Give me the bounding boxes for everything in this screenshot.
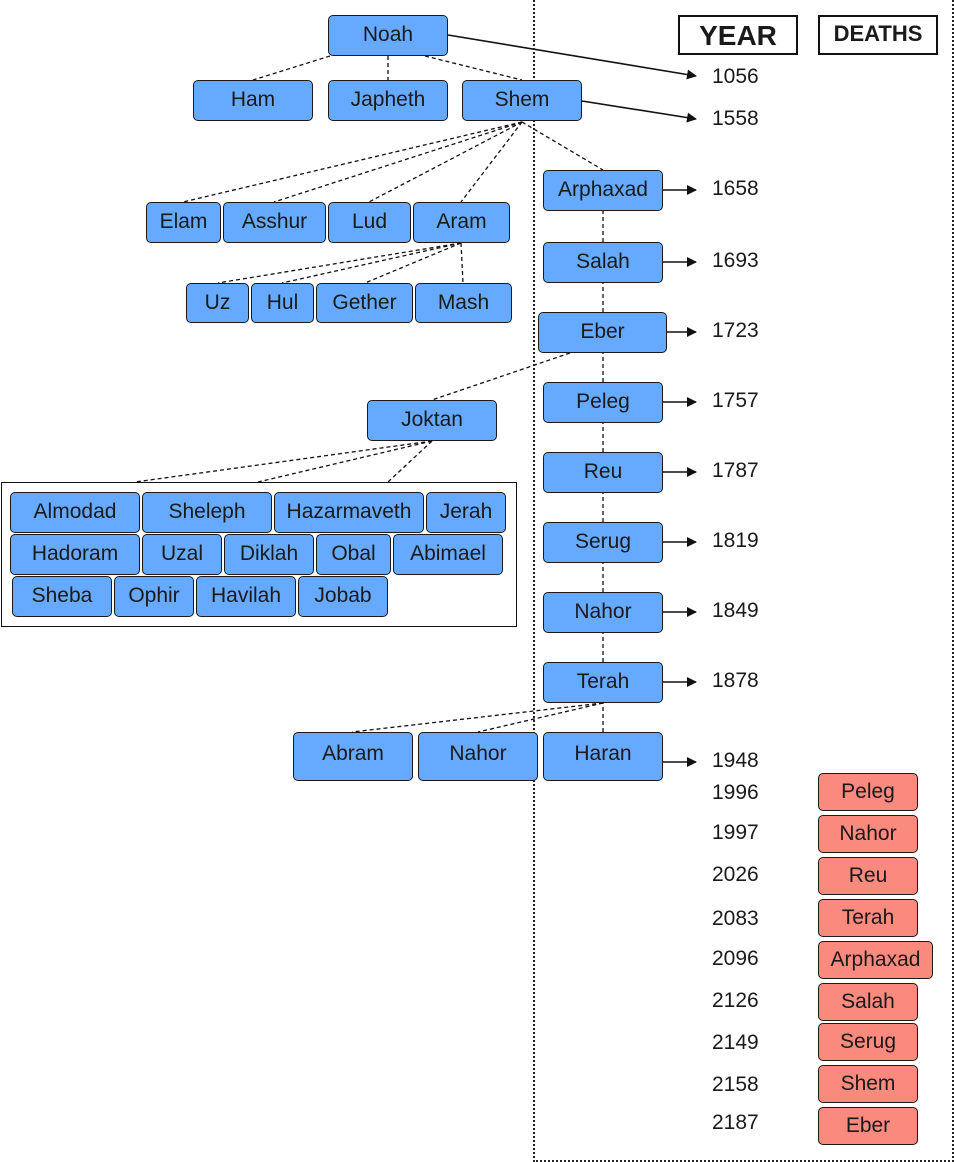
edge-aram-gether xyxy=(364,242,462,284)
node-mash[interactable]: Mash xyxy=(415,283,512,323)
edge-aram-mash xyxy=(460,242,464,284)
node-lud[interactable]: Lud xyxy=(328,202,411,243)
node-diklah[interactable]: Diklah xyxy=(224,534,314,575)
death-year: 2096 xyxy=(712,947,759,970)
node-hadoram[interactable]: Hadoram xyxy=(10,534,140,575)
node-peleg[interactable]: Peleg xyxy=(543,382,663,423)
node-asshur[interactable]: Asshur xyxy=(223,202,326,243)
node-obal[interactable]: Obal xyxy=(316,534,391,575)
node-abimael[interactable]: Abimael xyxy=(393,534,503,575)
edge-shem-asshur xyxy=(273,121,523,203)
edge-joktan-group-3 xyxy=(387,440,433,483)
node-sheba[interactable]: Sheba xyxy=(12,576,112,617)
birth-year: 1878 xyxy=(712,669,759,692)
arrow-noah-1056 xyxy=(447,34,697,80)
edge-terah-nahor xyxy=(477,702,604,733)
death-year: 2149 xyxy=(712,1031,759,1054)
death-year: 1996 xyxy=(712,781,759,804)
death-reu[interactable]: Reu xyxy=(818,857,918,895)
birth-year: 1948 xyxy=(712,749,759,772)
birth-year: 1819 xyxy=(712,529,759,552)
node-noah[interactable]: Noah xyxy=(328,15,448,56)
node-terah[interactable]: Terah xyxy=(543,662,663,703)
node-shem[interactable]: Shem xyxy=(462,80,582,121)
birth-year: 1757 xyxy=(712,389,759,412)
node-aram[interactable]: Aram xyxy=(413,202,510,243)
death-year: 2126 xyxy=(712,989,759,1012)
node-haran[interactable]: Haran xyxy=(543,732,663,781)
death-year: 2158 xyxy=(712,1073,759,1096)
death-year: 2026 xyxy=(712,863,759,886)
node-eber[interactable]: Eber xyxy=(538,312,667,353)
edge-joktan-group-1 xyxy=(134,440,433,483)
node-uzal[interactable]: Uzal xyxy=(142,534,222,575)
node-jerah[interactable]: Jerah xyxy=(426,492,506,533)
node-joktan[interactable]: Joktan xyxy=(367,400,497,441)
edge-joktan-group-2 xyxy=(257,440,433,483)
node-jobab[interactable]: Jobab xyxy=(298,576,388,617)
node-sheleph[interactable]: Sheleph xyxy=(142,492,272,533)
node-uz[interactable]: Uz xyxy=(186,283,249,323)
node-nahor-son-of-terah[interactable]: Nahor xyxy=(418,732,538,781)
birth-year: 1558 xyxy=(712,107,759,130)
edge-shem-arphaxad xyxy=(521,121,604,171)
node-ophir[interactable]: Ophir xyxy=(114,576,194,617)
node-abram[interactable]: Abram xyxy=(293,732,413,781)
year-header: YEAR xyxy=(678,15,798,55)
death-arphaxad[interactable]: Arphaxad xyxy=(818,941,933,979)
node-arphaxad[interactable]: Arphaxad xyxy=(543,170,663,211)
edge-aram-hul xyxy=(281,242,462,284)
death-terah[interactable]: Terah xyxy=(818,899,918,937)
node-almodad[interactable]: Almodad xyxy=(10,492,140,533)
birth-year: 1693 xyxy=(712,249,759,272)
death-year: 1997 xyxy=(712,821,759,844)
node-reu[interactable]: Reu xyxy=(543,452,663,493)
node-ham[interactable]: Ham xyxy=(193,80,313,121)
node-serug[interactable]: Serug xyxy=(543,522,663,563)
timeline-frame xyxy=(533,0,954,1162)
node-elam[interactable]: Elam xyxy=(146,202,221,243)
death-peleg[interactable]: Peleg xyxy=(818,773,918,811)
node-salah[interactable]: Salah xyxy=(543,242,663,283)
death-serug[interactable]: Serug xyxy=(818,1023,918,1061)
death-year: 2083 xyxy=(712,907,759,930)
birth-year: 1056 xyxy=(712,65,759,88)
arrow-shem-1558 xyxy=(581,100,697,123)
node-hazarmaveth[interactable]: Hazarmaveth xyxy=(274,492,424,533)
edge-shem-aram xyxy=(460,121,523,203)
node-gether[interactable]: Gether xyxy=(316,283,413,323)
death-salah[interactable]: Salah xyxy=(818,983,918,1021)
birth-year: 1787 xyxy=(712,459,759,482)
edge-eber-joktan xyxy=(431,352,571,401)
death-eber[interactable]: Eber xyxy=(818,1107,918,1145)
edge-aram-uz xyxy=(217,242,462,284)
birth-year: 1658 xyxy=(712,177,759,200)
deaths-header: DEATHS xyxy=(818,15,938,55)
edge-shem-elam xyxy=(182,121,523,203)
death-year: 2187 xyxy=(712,1111,759,1134)
birth-year: 1723 xyxy=(712,319,759,342)
birth-year: 1849 xyxy=(712,599,759,622)
node-havilah[interactable]: Havilah xyxy=(196,576,296,617)
joktan-sons-group xyxy=(1,482,517,627)
node-nahor[interactable]: Nahor xyxy=(543,592,663,633)
edge-shem-lud xyxy=(368,121,523,203)
edge-noah-ham xyxy=(252,55,331,81)
node-japheth[interactable]: Japheth xyxy=(328,80,448,121)
edge-noah-shem xyxy=(424,55,523,81)
edge-terah-abram xyxy=(351,702,604,733)
death-nahor[interactable]: Nahor xyxy=(818,815,918,853)
death-shem[interactable]: Shem xyxy=(818,1065,918,1103)
node-hul[interactable]: Hul xyxy=(251,283,314,323)
